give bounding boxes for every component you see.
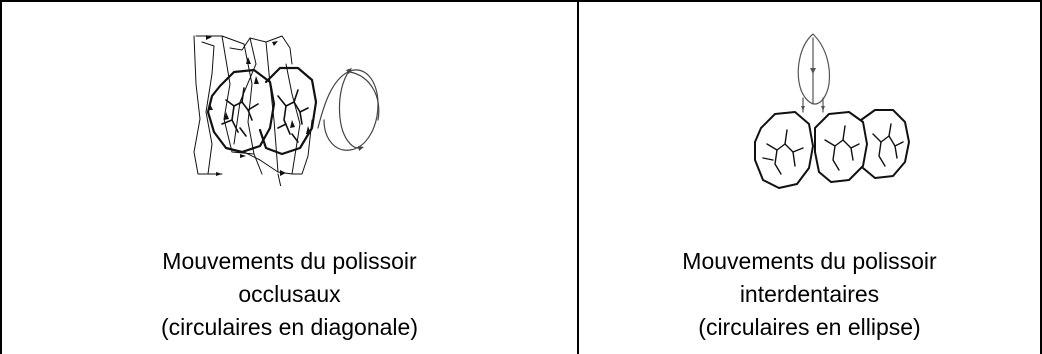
- occlusal-polishing-motion-diagram-icon: [193, 35, 380, 186]
- caption-line: Mouvements du polissoir: [162, 248, 417, 274]
- interdental-caption: Mouvements du polissoir interdentaires (…: [579, 245, 1040, 344]
- caption-line: Mouvements du polissoir: [682, 248, 937, 274]
- caption-line: (circulaires en ellipse): [698, 314, 921, 340]
- caption-line: interdentaires: [739, 281, 880, 307]
- table-border-left: [0, 0, 2, 354]
- interdental-polishing-motion-diagram-icon: [754, 33, 910, 189]
- table-border-top: [0, 0, 1042, 2]
- table-cell-occlusal: Mouvements du polissoir occlusaux (circu…: [2, 2, 577, 354]
- table-border-right: [1040, 0, 1042, 354]
- table-cell-interdental: Mouvements du polissoir interdentaires (…: [579, 2, 1040, 354]
- caption-line: (circulaires en diagonale): [161, 314, 418, 340]
- occlusal-caption: Mouvements du polissoir occlusaux (circu…: [2, 245, 577, 344]
- caption-line: occlusaux: [238, 281, 341, 307]
- table-column-divider: [577, 0, 579, 354]
